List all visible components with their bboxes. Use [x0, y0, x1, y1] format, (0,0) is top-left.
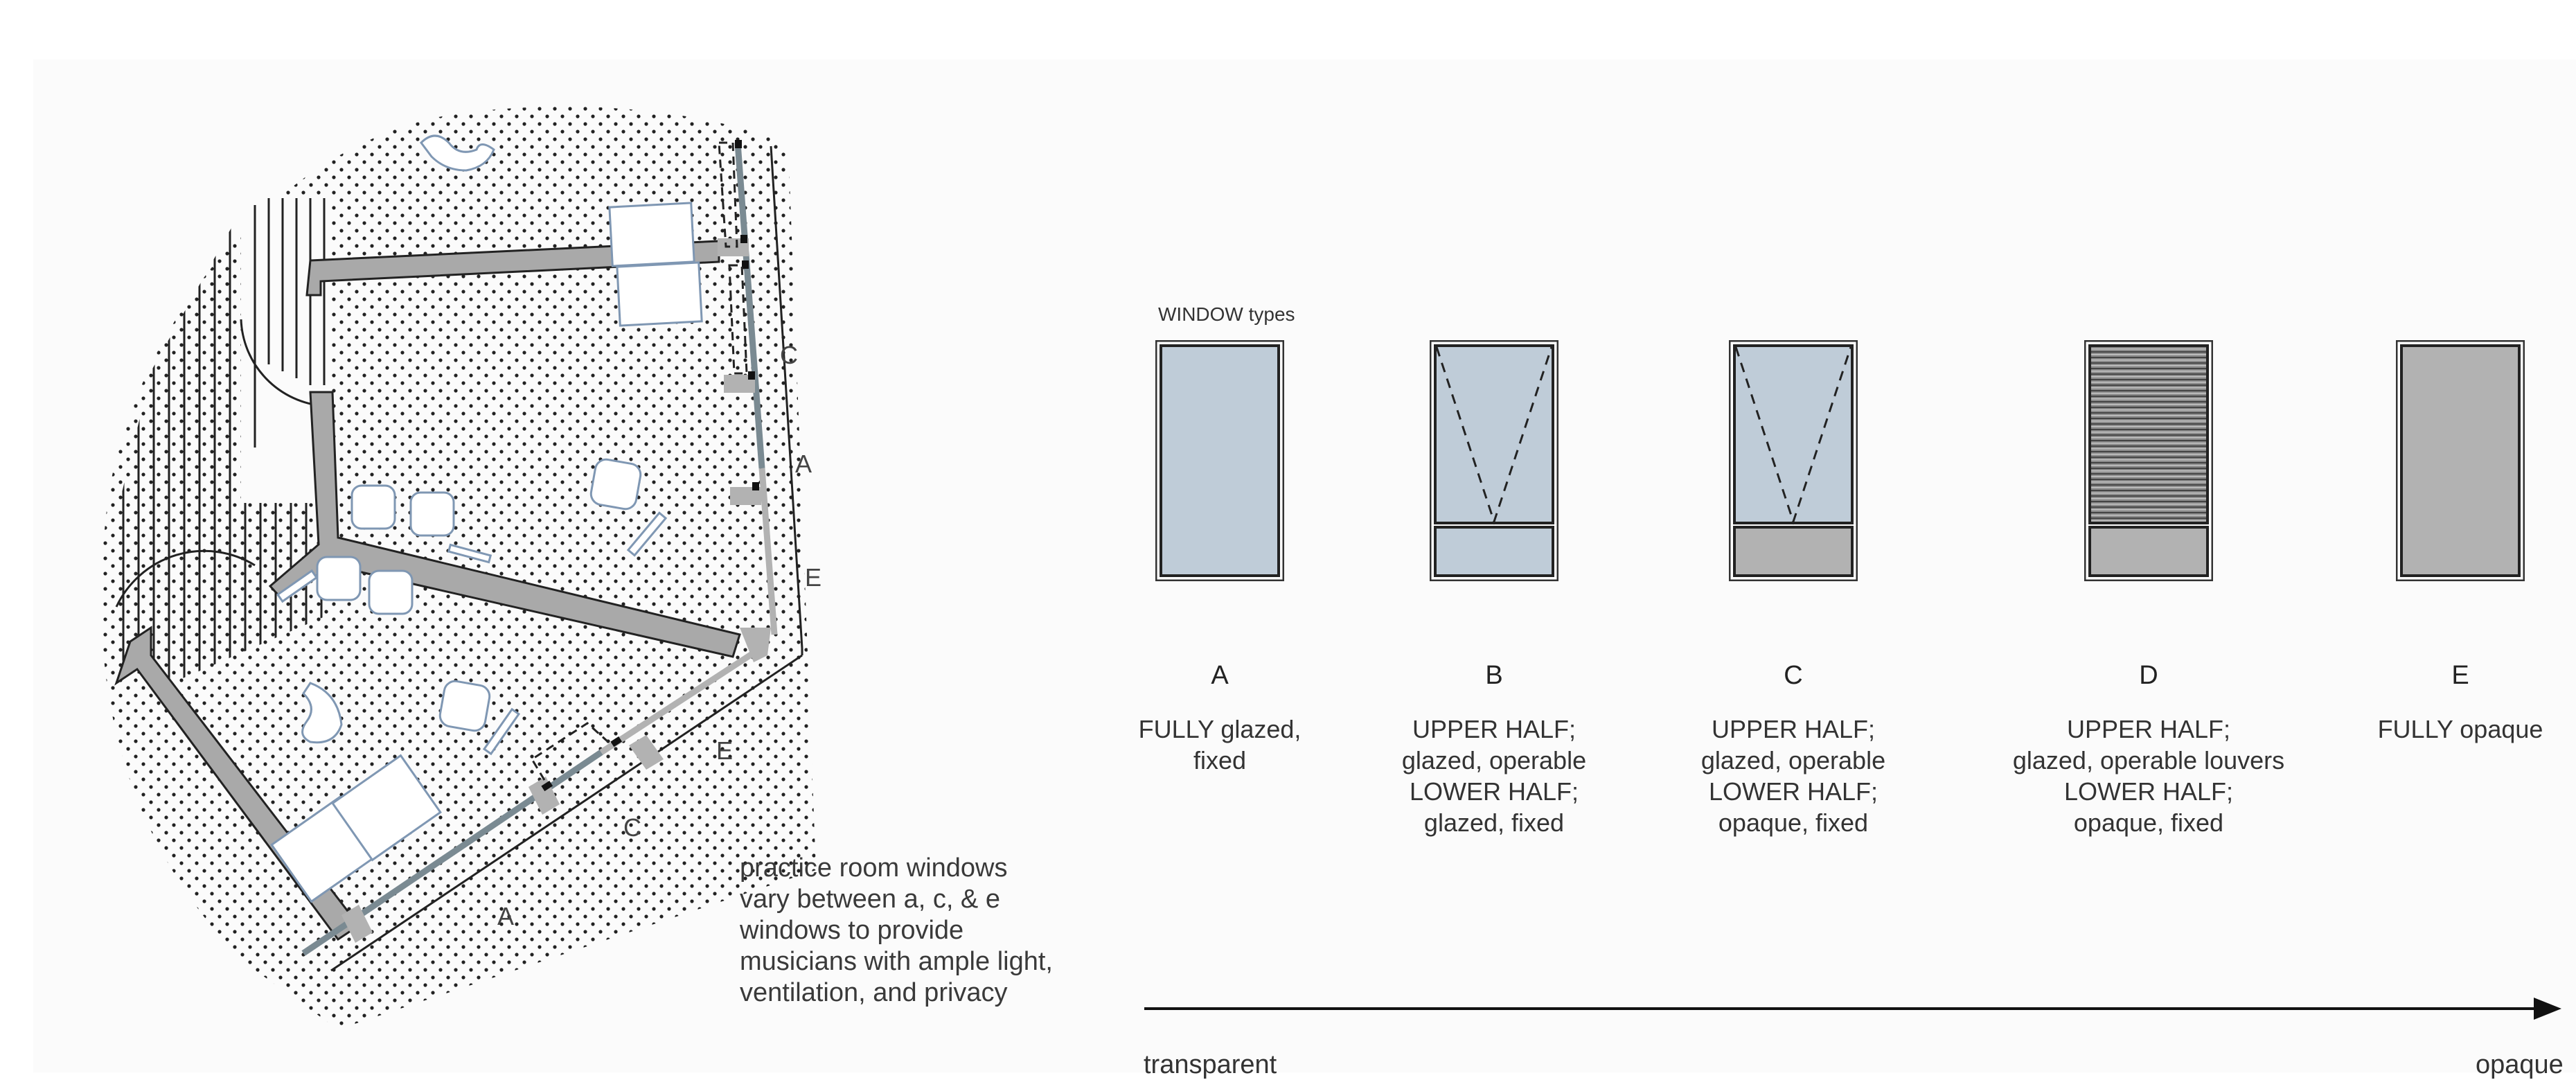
window-d-elevation [2084, 340, 2213, 581]
scale-right-label: opaque [2476, 1050, 2564, 1079]
east-wall [718, 140, 803, 662]
furniture [270, 134, 703, 903]
window-c-letter: C [1784, 661, 1803, 690]
window-e-elevation [2396, 340, 2525, 581]
window-c-description: UPPER HALF; glazed, operable LOWER HALF;… [1648, 714, 1939, 838]
east-wall-label-a: A [795, 450, 812, 478]
window-c-elevation [1729, 340, 1858, 581]
description-line: glazed, operable louvers [2012, 746, 2285, 774]
description-line: UPPER HALF; [1412, 715, 1576, 743]
legend-title: WINDOW types [1158, 303, 1295, 325]
note-line: ventilation, and privacy [740, 978, 1008, 1007]
description-line: glazed, operable [1401, 746, 1587, 774]
south-wall [301, 646, 803, 972]
window-a-description: FULLY glazed, fixed [1074, 714, 1365, 776]
door-swing-upper [240, 319, 325, 407]
note-line: practice room windows [740, 853, 1008, 883]
description-line: UPPER HALF; [1711, 715, 1876, 743]
door-swing-lower [115, 549, 256, 608]
description-line: glazed, fixed [1423, 808, 1565, 837]
description-line: fixed [1193, 746, 1247, 774]
description-line: glazed, operable [1700, 746, 1886, 774]
note-line: vary between a, c, & e [740, 885, 1000, 914]
transparency-arrow [1144, 998, 2561, 1020]
window-d-description: UPPER HALF; glazed, operable louvers LOW… [2003, 714, 2294, 838]
south-wall-label-c: C [623, 813, 641, 842]
plan-note: practice room windows vary between a, c,… [740, 853, 1053, 1009]
east-wall-label-e: E [805, 563, 822, 592]
note-line: windows to provide [740, 916, 964, 945]
floor-plan [101, 106, 816, 1029]
desk [331, 754, 442, 862]
arrowhead-icon [2534, 998, 2561, 1020]
description-line: opaque, fixed [2073, 808, 2224, 837]
description-line: LOWER HALF; [1708, 777, 1878, 806]
window-b-description: UPPER HALF; glazed, operable LOWER HALF;… [1349, 714, 1640, 838]
description-line: UPPER HALF; [2066, 715, 2231, 743]
scale-left-label: transparent [1144, 1050, 1277, 1079]
window-a-letter: A [1211, 661, 1229, 690]
window-d-letter: D [2139, 661, 2158, 690]
window-a-elevation [1155, 340, 1284, 581]
description-line: FULLY glazed, [1138, 715, 1302, 743]
south-wall-label-a: A [497, 902, 515, 930]
window-b-letter: B [1485, 661, 1503, 690]
east-wall-label-c: C [780, 341, 798, 369]
south-wall-label-e: E [716, 736, 734, 765]
description-line: LOWER HALF; [2063, 777, 2234, 806]
note-line: musicians with ample light, [740, 947, 1053, 976]
window-e-description: FULLY opaque [2315, 714, 2576, 745]
window-b-elevation [1430, 340, 1558, 581]
drawing-panel: C A E E C A practice room windows vary b… [33, 60, 2576, 1079]
description-line: LOWER HALF; [1409, 777, 1579, 806]
description-line: FULLY opaque [2377, 715, 2543, 743]
window-e-letter: E [2451, 661, 2469, 690]
description-line: opaque, fixed [1718, 808, 1869, 837]
